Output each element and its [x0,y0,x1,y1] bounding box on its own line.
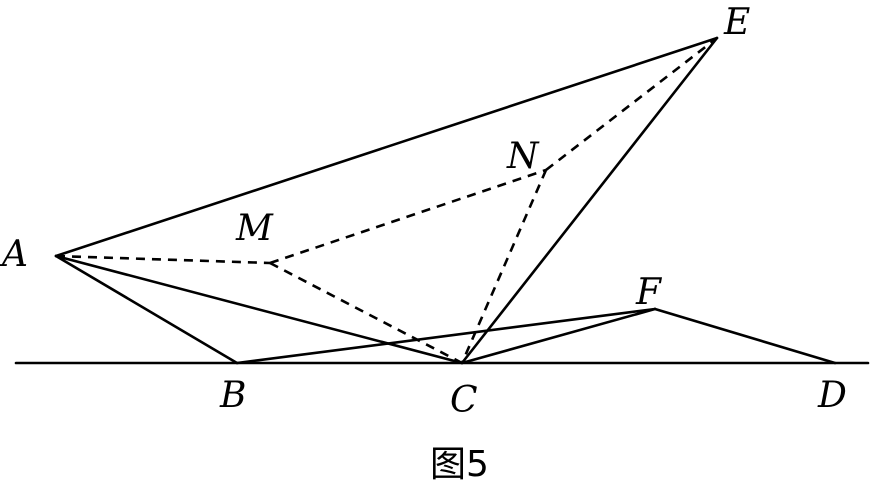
segment-ne [545,36,718,172]
point-label-e: E [723,2,750,43]
point-label-a: A [0,234,28,275]
segment-ab [54,254,239,365]
segment-mn [269,168,547,265]
labels-layer: A B C D E F M N [0,2,847,421]
segment-ce [460,36,719,365]
point-label-m: M [235,208,274,249]
point-label-d: D [817,375,847,416]
segment-ae [54,36,719,258]
segment-mc [269,261,463,365]
segment-cf [460,307,657,365]
point-label-b: B [219,375,246,416]
point-label-c: C [450,380,478,421]
segments-layer [54,36,837,365]
segment-am [55,254,271,265]
segment-ac [54,254,464,365]
point-label-f: F [635,272,663,313]
figure-caption: 图5 [430,444,489,485]
point-label-n: N [506,136,540,177]
segment-fd [653,307,837,365]
segment-nc [460,169,548,364]
segment-bf [235,307,657,365]
